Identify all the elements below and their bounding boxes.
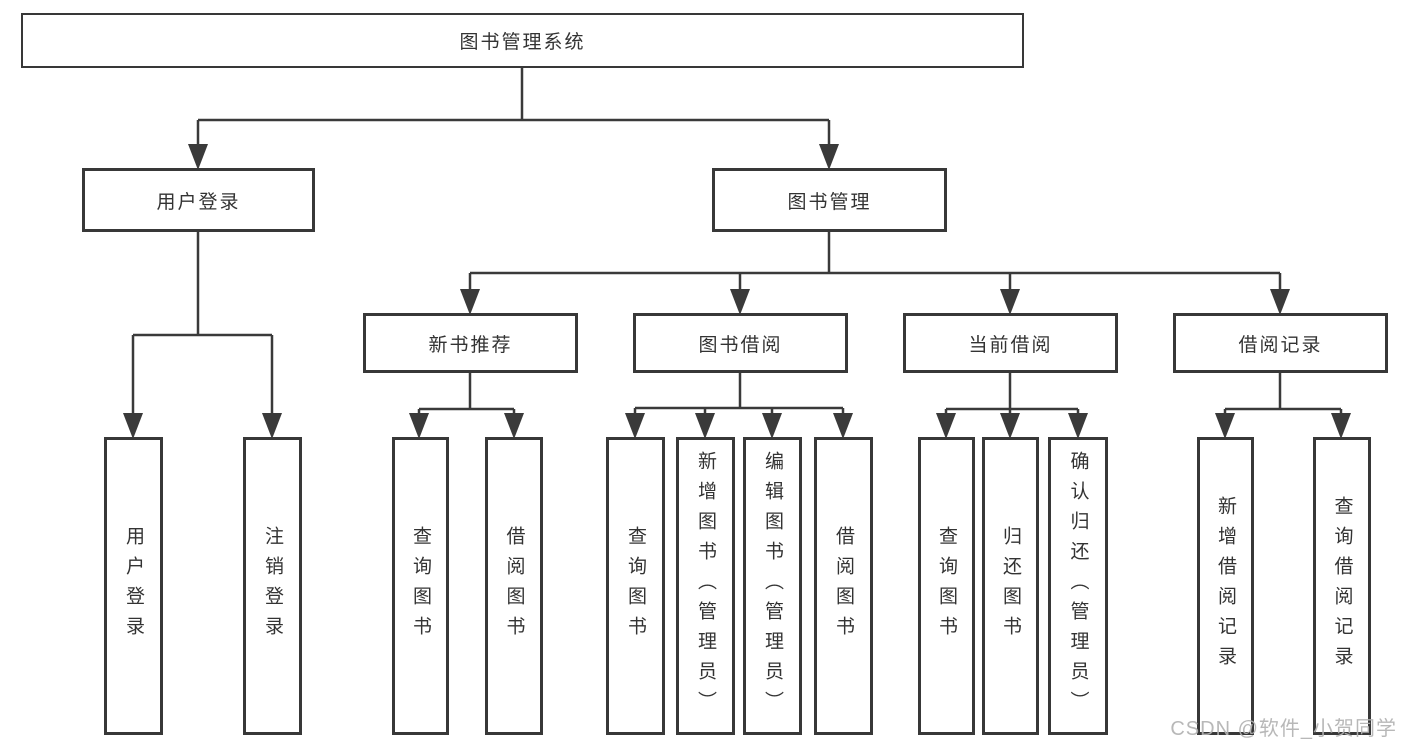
arrow-icon	[1000, 413, 1020, 439]
arrow-icon	[262, 413, 282, 439]
edge-new-book-recommend-to-leaves	[417, 373, 516, 423]
arrow-icon	[1270, 289, 1290, 315]
node-book-management: 图书管理	[712, 168, 947, 232]
arrow-icon	[695, 413, 715, 439]
node-leaf-query-books-2: 查询图书	[606, 437, 665, 735]
node-leaf-query-books-3: 查询图书	[918, 437, 975, 735]
arrow-icon	[730, 289, 750, 315]
node-new-book-recommend: 新书推荐	[363, 313, 578, 373]
node-book-borrow: 图书借阅	[633, 313, 848, 373]
edge-borrow-records-to-leaves	[1223, 373, 1343, 423]
arrow-icon	[504, 413, 524, 439]
node-leaf-query-borrow-record: 查询借阅记录	[1313, 437, 1371, 735]
node-label: 借阅图书	[833, 526, 854, 646]
csdn-watermark: CSDN @软件_小贺同学	[1170, 718, 1397, 740]
node-label: 新增图书（管理员）	[695, 451, 716, 721]
arrow-icon	[833, 413, 853, 439]
node-leaf-user-login: 用户登录	[104, 437, 163, 735]
edge-root-to-level2	[196, 68, 831, 150]
node-label: 确认归还（管理员）	[1067, 451, 1089, 721]
node-label: 图书管理系统	[459, 32, 586, 53]
node-label: 借阅记录	[1238, 334, 1323, 356]
node-label: 新书推荐	[428, 334, 513, 356]
edge-book-borrow-to-leaves	[633, 373, 845, 423]
node-label: 查询图书	[625, 526, 646, 646]
node-label: 编辑图书（管理员）	[762, 451, 783, 721]
arrow-icon	[625, 413, 645, 439]
node-label: 用户登录	[123, 526, 144, 646]
arrow-icon	[460, 289, 480, 315]
node-label: 图书管理	[787, 191, 872, 213]
edge-book-management-to-categories	[468, 232, 1282, 295]
arrow-icon	[188, 144, 208, 170]
node-leaf-confirm-return-admin: 确认归还（管理员）	[1048, 437, 1108, 735]
node-label: 新增借阅记录	[1215, 496, 1236, 676]
arrow-icon	[1000, 289, 1020, 315]
node-label: 注销登录	[262, 526, 283, 646]
node-leaf-return-books: 归还图书	[982, 437, 1039, 735]
arrow-icon	[409, 413, 429, 439]
node-label: 用户登录	[156, 191, 241, 213]
node-label: 当前借阅	[968, 334, 1053, 356]
node-leaf-borrow-books-1: 借阅图书	[485, 437, 543, 735]
arrow-icon	[1215, 413, 1235, 439]
node-user-login: 用户登录	[82, 168, 315, 232]
node-label: 归还图书	[1000, 526, 1021, 646]
node-leaf-logout: 注销登录	[243, 437, 302, 735]
arrow-icon	[762, 413, 782, 439]
node-label: 查询图书	[410, 526, 431, 646]
node-leaf-add-books-admin: 新增图书（管理员）	[676, 437, 735, 735]
node-label: 查询图书	[936, 526, 957, 646]
node-leaf-borrow-books-2: 借阅图书	[814, 437, 873, 735]
arrow-icon	[1331, 413, 1351, 439]
node-leaf-edit-books-admin: 编辑图书（管理员）	[743, 437, 802, 735]
edge-user-login-to-leaves	[131, 232, 274, 419]
node-root-system: 图书管理系统	[21, 13, 1024, 68]
node-label: 查询借阅记录	[1331, 496, 1353, 676]
node-current-borrow: 当前借阅	[903, 313, 1118, 373]
arrow-icon	[123, 413, 143, 439]
node-label: 图书借阅	[698, 334, 783, 356]
arrowhead-layer	[123, 144, 1351, 439]
node-borrow-records: 借阅记录	[1173, 313, 1388, 373]
node-leaf-query-books-1: 查询图书	[392, 437, 449, 735]
arrow-icon	[819, 144, 839, 170]
arrow-icon	[1068, 413, 1088, 439]
node-label: 借阅图书	[503, 526, 525, 646]
arrow-icon	[936, 413, 956, 439]
node-leaf-add-borrow-record: 新增借阅记录	[1197, 437, 1254, 735]
